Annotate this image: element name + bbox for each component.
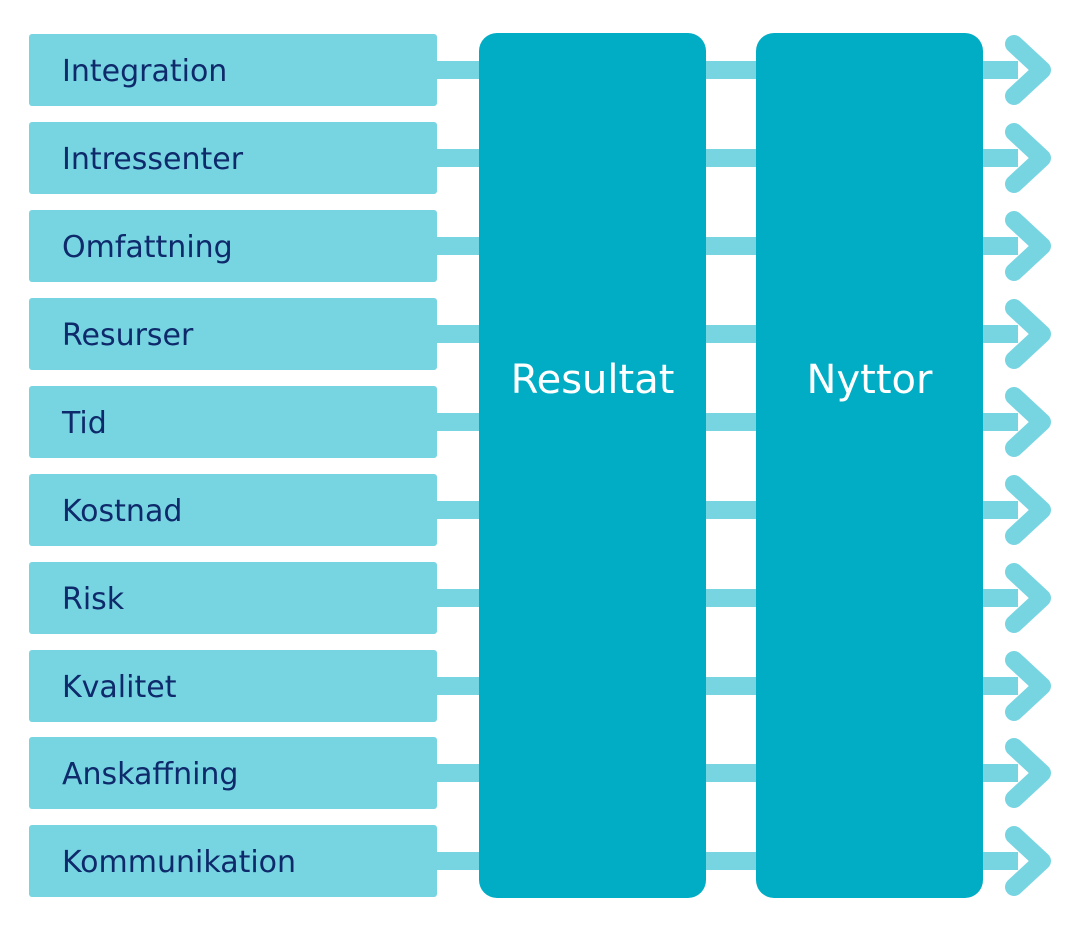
input-area-9: Anskaffning	[29, 737, 437, 809]
input-area-box	[29, 474, 437, 546]
input-area-box	[29, 562, 437, 634]
input-area-2: Intressenter	[29, 122, 437, 194]
stage-label-1: Resultat	[511, 357, 675, 403]
input-area-label: Integration	[62, 54, 227, 89]
stage-box-2	[756, 33, 983, 898]
input-area-label: Kommunikation	[62, 845, 296, 880]
input-area-box	[29, 34, 437, 106]
input-area-box	[29, 298, 437, 370]
stage-label-2: Nyttor	[807, 357, 933, 403]
arrow-head-icon-8	[1005, 651, 1051, 721]
arrow-head-icon-6	[1005, 475, 1051, 545]
arrow-head-icon-9	[1005, 738, 1051, 808]
input-area-box	[29, 737, 437, 809]
arrow-head-icon-3	[1005, 211, 1051, 281]
input-area-3: Omfattning	[29, 210, 437, 282]
input-area-label: Tid	[61, 406, 107, 441]
input-area-label: Anskaffning	[62, 757, 238, 792]
input-area-1: Integration	[29, 34, 437, 106]
output-arrows	[1005, 35, 1051, 896]
arrow-head-icon-7	[1005, 563, 1051, 633]
arrow-head-icon-2	[1005, 123, 1051, 193]
input-area-10: Kommunikation	[29, 825, 437, 897]
input-area-6: Kostnad	[29, 474, 437, 546]
input-area-box	[29, 825, 437, 897]
input-areas: IntegrationIntressenterOmfattningResurse…	[29, 34, 437, 897]
input-area-box	[29, 210, 437, 282]
input-area-label: Intressenter	[62, 142, 244, 177]
input-area-box	[29, 650, 437, 722]
input-area-label: Kostnad	[62, 494, 182, 529]
input-area-box	[29, 122, 437, 194]
stage-box-1	[479, 33, 706, 898]
input-area-8: Kvalitet	[29, 650, 437, 722]
input-area-5: Tid	[29, 386, 437, 458]
input-area-box	[29, 386, 437, 458]
input-area-label: Risk	[62, 582, 125, 617]
input-area-label: Resurser	[62, 318, 194, 353]
input-area-7: Risk	[29, 562, 437, 634]
arrow-head-icon-10	[1005, 826, 1051, 896]
arrow-head-icon-1	[1005, 35, 1051, 105]
input-area-label: Kvalitet	[62, 670, 177, 705]
arrow-head-icon-5	[1005, 387, 1051, 457]
arrow-head-icon-4	[1005, 299, 1051, 369]
input-area-4: Resurser	[29, 298, 437, 370]
input-area-label: Omfattning	[62, 230, 233, 265]
stage-columns: Resultat Nyttor	[479, 33, 983, 898]
